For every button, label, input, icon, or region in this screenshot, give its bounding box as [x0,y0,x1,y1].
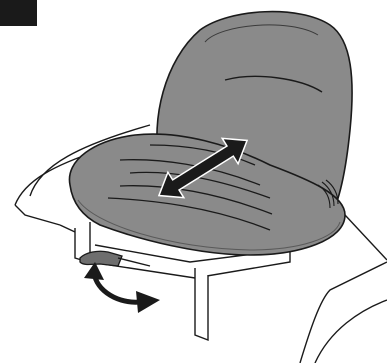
seat-icon [69,12,352,255]
